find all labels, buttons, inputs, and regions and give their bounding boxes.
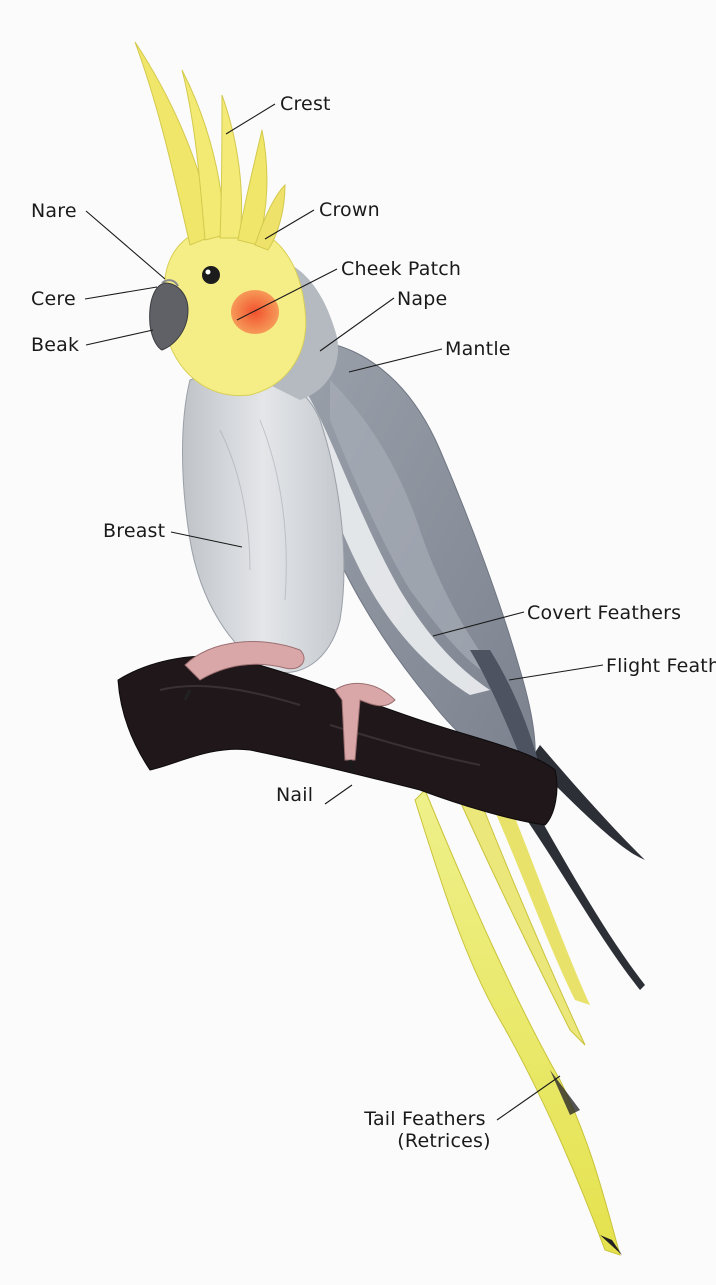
crest-leader <box>226 104 275 134</box>
leader-lines <box>85 104 603 1120</box>
label-mantle: Mantle <box>445 338 511 360</box>
label-crest: Crest <box>280 93 331 115</box>
label-crown: Crown <box>319 199 380 221</box>
beak-leader <box>86 330 153 345</box>
nare-leader <box>86 211 165 279</box>
flight-feathers-leader <box>509 665 603 680</box>
label-beak: Beak <box>31 334 79 356</box>
label-nare: Nare <box>31 200 77 222</box>
nail-leader <box>325 785 352 804</box>
label-nape: Nape <box>397 288 447 310</box>
label-flight-feathers: Flight Feathers <box>606 655 716 677</box>
label-tail-feathers: Tail Feathers (Retrices) <box>352 1108 498 1152</box>
label-cheek-patch: Cheek Patch <box>341 258 461 280</box>
label-nail: Nail <box>276 784 313 806</box>
label-tail-feathers-line2: (Retrices) <box>352 1130 498 1152</box>
cheek-patch <box>231 290 279 334</box>
crest <box>135 42 285 250</box>
label-covert-feathers: Covert Feathers <box>527 602 681 624</box>
eye <box>202 266 220 284</box>
label-breast: Breast <box>103 520 165 542</box>
label-cere: Cere <box>31 288 76 310</box>
cere-leader <box>85 287 157 299</box>
label-tail-feathers-line1: Tail Feathers <box>352 1108 498 1130</box>
